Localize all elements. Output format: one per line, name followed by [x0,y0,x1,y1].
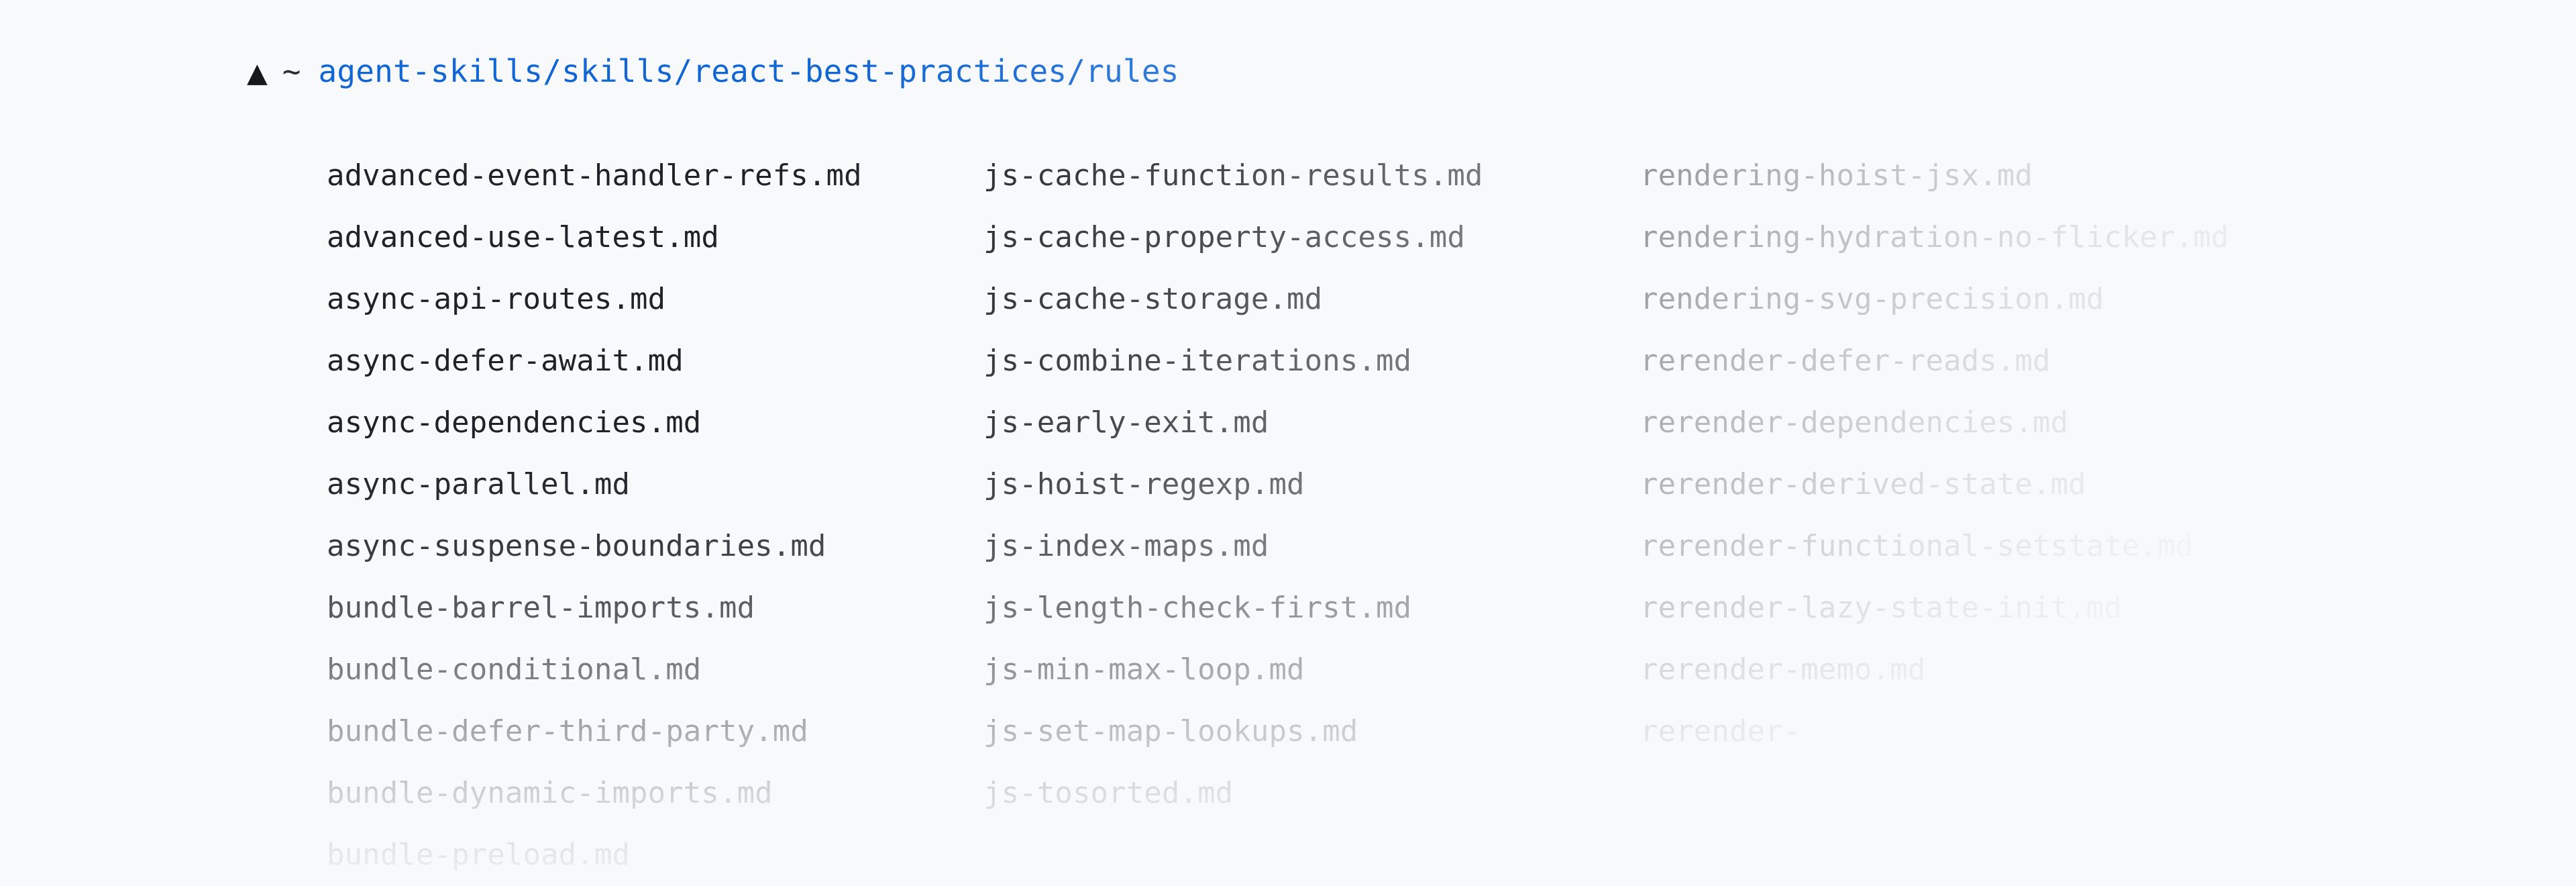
file-entry[interactable]: rerender-functional-setstate.md [1640,529,2194,563]
file-entry[interactable]: js-hoist-regexp.md [983,467,1305,501]
file-entry[interactable]: rendering-hoist-jsx.md [1640,158,2033,193]
file-entry[interactable]: js-tosorted.md [983,776,1234,810]
file-entry[interactable]: rendering-svg-precision.md [1640,282,2104,316]
file-entry[interactable]: bundle-barrel-imports.md [327,591,755,625]
file-entry[interactable]: rendering-hydration-no-flicker.md [1640,220,2229,254]
file-entry[interactable]: js-cache-property-access.md [983,220,1465,254]
file-entry[interactable]: bundle-defer-third-party.md [327,714,808,748]
file-entry[interactable]: async-defer-await.md [327,344,684,378]
file-entry[interactable]: js-cache-function-results.md [983,158,1483,193]
file-entry[interactable]: rerender-derived-state.md [1640,467,2086,501]
file-entry[interactable]: async-suspense-boundaries.md [327,529,826,563]
file-entry[interactable]: rerender- [1640,714,1801,748]
file-entry[interactable]: bundle-dynamic-imports.md [327,776,773,810]
file-column-1: js-cache-function-results.md js-cache-pro… [983,145,1483,824]
file-entry[interactable]: js-index-maps.md [983,529,1269,563]
file-entry[interactable]: js-combine-iterations.md [983,344,1412,378]
file-column-2: rendering-hoist-jsx.md rendering-hydratio… [1640,145,2229,762]
file-entry[interactable]: js-cache-storage.md [983,282,1323,316]
file-entry[interactable]: async-api-routes.md [327,282,666,316]
file-column-0: advanced-event-handler-refs.md advanced-u… [327,145,862,886]
file-entry[interactable]: rerender-defer-reads.md [1640,344,2051,378]
file-entry[interactable]: bundle-conditional.md [327,652,702,687]
file-entry[interactable]: rerender-lazy-state-init.md [1640,591,2122,625]
file-entry[interactable]: js-length-check-first.md [983,591,1412,625]
file-entry[interactable]: js-early-exit.md [983,405,1269,440]
file-entry[interactable]: rerender-memo.md [1640,652,1926,687]
file-entry[interactable]: bundle-preload.md [327,838,631,872]
file-entry[interactable]: rerender-dependencies.md [1640,405,2069,440]
file-entry[interactable]: async-dependencies.md [327,405,702,440]
file-entry[interactable]: js-min-max-loop.md [983,652,1305,687]
file-entry[interactable]: advanced-use-latest.md [327,220,719,254]
file-entry[interactable]: js-set-map-lookups.md [983,714,1358,748]
file-entry[interactable]: advanced-event-handler-refs.md [327,158,862,193]
file-entry[interactable]: async-parallel.md [327,467,631,501]
